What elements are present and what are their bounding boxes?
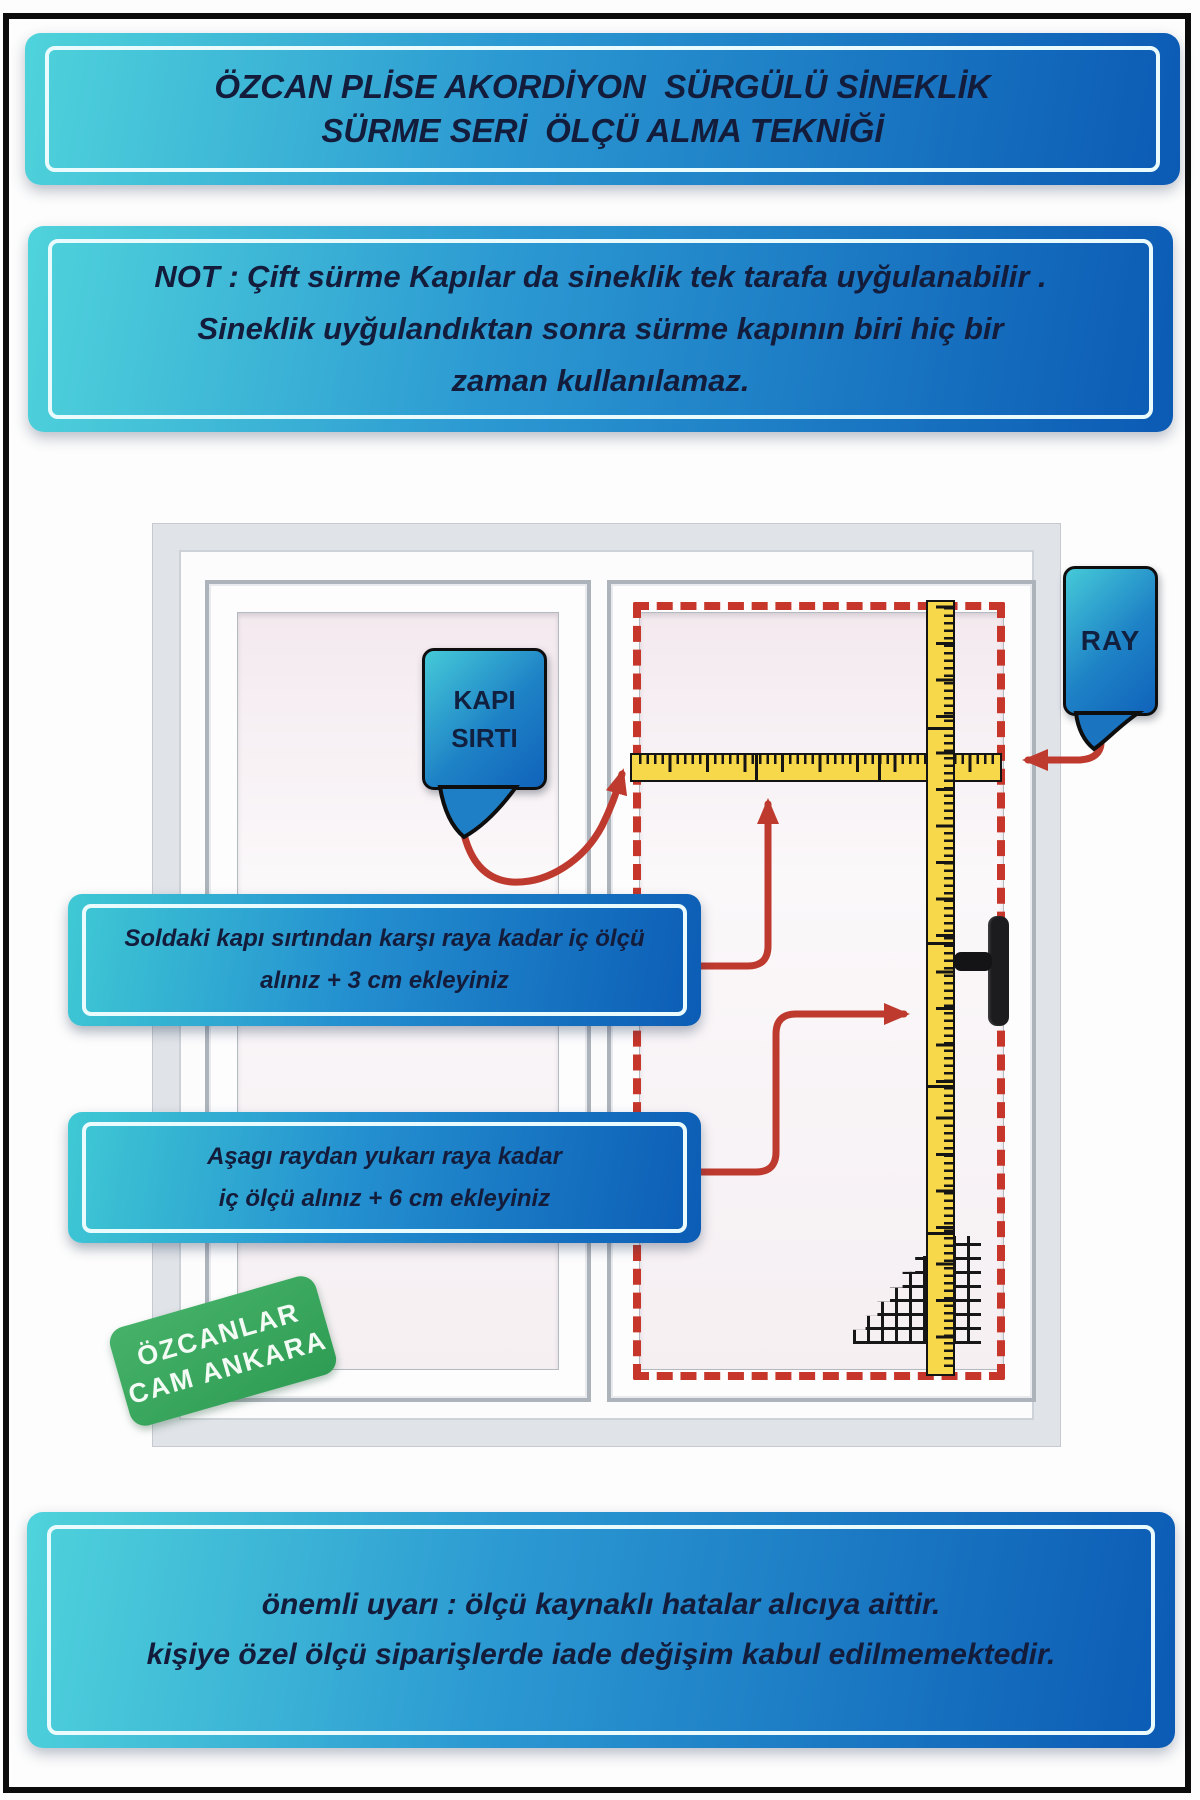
- note-line2: Sineklik uyğulandıktan sonra sürme kapın…: [197, 311, 1004, 346]
- vertical-ruler-major-tick: [928, 942, 953, 945]
- footer-line1: önemli uyarı : ölçü kaynaklı hatalar alı…: [261, 1588, 941, 1621]
- fly-screen-mesh-right: [953, 1236, 981, 1344]
- vertical-ruler-major-tick: [928, 1085, 953, 1088]
- vertical-ruler-major-tick: [928, 1232, 953, 1235]
- height-instruction-line1: Aşagı raydan yukarı raya kadar: [207, 1142, 562, 1170]
- header-banner: ÖZCAN PLİSE AKORDİYON SÜRGÜLÜ SİNEKLİK S…: [25, 33, 1180, 185]
- kapi-sirti-label-line1: KAPI: [453, 685, 516, 715]
- ray-callout-tail: [1073, 711, 1145, 752]
- horizontal-ruler-major-tick: [878, 755, 881, 780]
- vertical-ruler-minor-ticks: [944, 604, 953, 1372]
- width-instruction-line2: alınız + 3 cm ekleyiniz: [260, 967, 509, 994]
- width-instruction-box: Soldaki kapı sırtından karşı raya kadar …: [68, 894, 701, 1026]
- kapi-sirti-callout-tail: [437, 785, 520, 840]
- width-instruction-line1: Soldaki kapı sırtından karşı raya kadar …: [124, 925, 645, 952]
- note-line3: zaman kullanılamaz.: [451, 363, 750, 398]
- door-handle-lever: [954, 952, 992, 971]
- ray-label: RAY: [1080, 625, 1141, 656]
- horizontal-ruler-minor-ticks: [634, 755, 998, 764]
- height-instruction-line2: iç ölçü alınız + 6 cm ekleyiniz: [218, 1184, 551, 1212]
- header-title-line1: ÖZCAN PLİSE AKORDİYON SÜRGÜLÜ SİNEKLİK: [214, 68, 991, 105]
- height-instruction-box: Aşagı raydan yukarı raya kadar iç ölçü a…: [68, 1112, 701, 1243]
- page-border: [3, 13, 1191, 1793]
- header-title-line2: SÜRME SERİ ÖLÇÜ ALMA TEKNİĞİ: [321, 112, 884, 149]
- footer-line2: kişiye özel ölçü siparişlerde iade değiş…: [146, 1638, 1056, 1671]
- door-handle-bar: [988, 916, 1009, 1026]
- ray-callout: RAY: [1063, 566, 1158, 716]
- note-line1: NOT : Çift sürme Kapılar da sineklik tek…: [154, 259, 1047, 294]
- kapi-sirti-label-line2: SIRTI: [451, 723, 518, 753]
- note-banner: NOT : Çift sürme Kapılar da sineklik tek…: [28, 226, 1173, 432]
- kapi-sirti-callout: KAPI SIRTI: [422, 648, 547, 790]
- horizontal-ruler-major-tick: [755, 755, 758, 780]
- vertical-ruler-major-tick: [928, 727, 953, 730]
- vertical-ruler: [926, 600, 955, 1376]
- footer-warning-banner: önemli uyarı : ölçü kaynaklı hatalar alı…: [27, 1512, 1175, 1748]
